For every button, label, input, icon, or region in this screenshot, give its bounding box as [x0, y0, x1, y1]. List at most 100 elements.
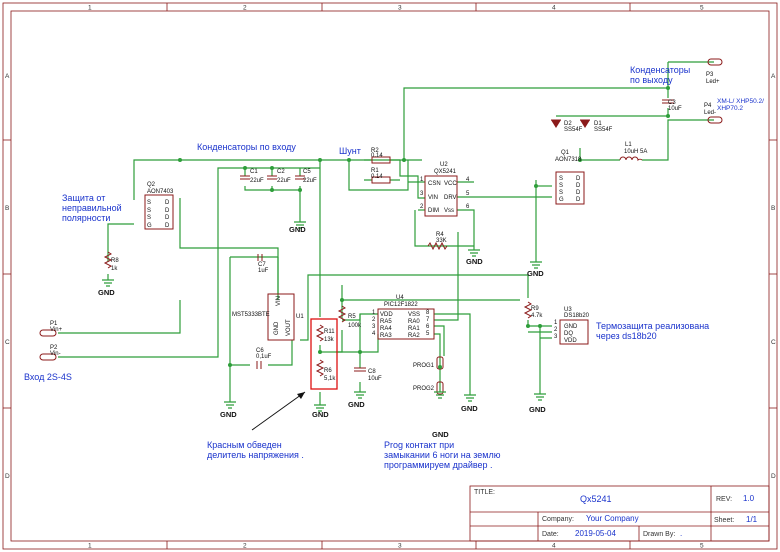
q1-pin-6: D — [576, 183, 581, 189]
u4-pin-num-1: 1 — [372, 310, 376, 316]
u2-pin-num-5: 5 — [466, 191, 470, 197]
q2-value: AON7403 — [147, 189, 174, 195]
p2-ref: P2 — [50, 345, 58, 351]
p3-ref: P3 — [706, 72, 714, 78]
u4-pin-num-6: 6 — [426, 324, 430, 330]
prog2-ref: PROG2 — [413, 386, 435, 392]
u2-pin-num-2: 2 — [420, 204, 424, 210]
p1-value: Vin+ — [50, 327, 63, 333]
title-label: TITLE: — [474, 489, 495, 496]
u2-pin-vss: Vss — [444, 208, 454, 214]
c2-value: 22uF — [277, 178, 291, 184]
p4-value: Led- — [704, 110, 716, 116]
u4-pin-num-5: 5 — [426, 331, 430, 337]
title-value: Qx5241 — [580, 494, 612, 504]
q1-pin-1: S — [559, 176, 563, 182]
r4-value: 33K — [436, 238, 447, 244]
c3-value: 10uF — [668, 106, 682, 112]
u4-pin-ra2: RA2 — [408, 333, 420, 339]
c5-value: 22uF — [303, 178, 317, 184]
r11-ref: R11 — [324, 329, 335, 335]
r11-value: 13k — [324, 337, 335, 343]
frame-col-2: 2 — [243, 5, 247, 12]
c6-value: 0,1uF — [256, 354, 272, 360]
u2-ref: U2 — [440, 162, 448, 168]
u4-pin-ra4: RA4 — [380, 326, 392, 332]
frame-col-5-bottom: 5 — [700, 543, 704, 550]
rev-value: 1.0 — [743, 494, 755, 503]
q1-pin-3: S — [559, 190, 563, 196]
r1-value: 0.14 — [371, 174, 383, 180]
u2-pin-num-1: 1 — [420, 177, 424, 183]
note-caps-input: Конденсаторы по входу — [197, 142, 296, 152]
u2-pin-num-4: 4 — [466, 177, 470, 183]
u4-pin-num-8: 8 — [426, 310, 430, 316]
c5-ref: C5 — [303, 169, 311, 175]
gnd-divider: GND — [312, 410, 329, 419]
divider-arrowhead — [297, 392, 305, 399]
u2-pin-num-6: 6 — [466, 204, 470, 210]
frame-col-1: 1 — [88, 5, 92, 12]
q1-value: AON7318 — [555, 157, 582, 163]
c1-ref: C1 — [250, 169, 258, 175]
u1-ref: U1 — [296, 314, 304, 320]
u1-value: MST5333BTE — [232, 312, 270, 318]
q2-ref: Q2 — [147, 182, 156, 188]
frame-col-4-bottom: 4 — [552, 543, 556, 550]
c7-ref: C7 — [258, 262, 266, 268]
sheet-label: Sheet: — [714, 517, 734, 524]
c8-value: 10uF — [368, 376, 382, 382]
u3-pin-num-3: 3 — [554, 334, 558, 340]
gnd-u3: GND — [529, 405, 546, 414]
frame-col-5: 5 — [700, 5, 704, 12]
r2-value: 0.14 — [371, 153, 383, 159]
u1-pin-gnd: GND — [274, 321, 280, 335]
c7-value: 1uF — [258, 268, 269, 274]
frame-row-a: A — [5, 73, 10, 80]
l1-value: 10uH 5A — [624, 149, 647, 155]
q2-pin-6: D — [165, 208, 170, 214]
r5-ref: R5 — [348, 314, 356, 320]
frame-row-b-right: B — [771, 205, 775, 212]
r6-value: 5,1k — [324, 376, 336, 382]
gnd-symbols: GND GND GND GND GND GND GND GND GND GND — [98, 221, 546, 439]
frame-col-1-bottom: 1 — [88, 543, 92, 550]
title-block: TITLE: Qx5241 REV: 1.0 Company: Your Com… — [469, 485, 770, 542]
p2-value: Vin- — [50, 351, 61, 357]
u2-pin-drv: DRV — [444, 195, 457, 201]
u4-pin-num-3: 3 — [372, 324, 376, 330]
frame-row-a-right: A — [771, 73, 776, 80]
component-labels: Q2 AON7403 S S S G D D D D R8 1k P1 Vin+… — [50, 72, 720, 392]
c6-ref: C6 — [256, 348, 264, 354]
r5-value: 100k — [348, 323, 362, 329]
u2-pin-vcc: VCC — [444, 181, 457, 187]
date-label: Date: — [542, 531, 559, 538]
gnd-u2: GND — [466, 257, 483, 266]
frame-col-4: 4 — [552, 5, 556, 12]
gnd-prog: GND — [432, 430, 449, 439]
frame-row-b: B — [5, 205, 9, 212]
sheet-value: 1/1 — [746, 515, 758, 524]
u3-pin-dq: DQ — [564, 331, 573, 337]
gnd-u4: GND — [461, 404, 478, 413]
u4-pin-num-4: 4 — [372, 331, 376, 337]
p3-value: Led+ — [706, 79, 720, 85]
d2-ref: D2 — [564, 121, 572, 127]
q2-pin-7: D — [165, 215, 170, 221]
u4-pin-ra5: RA5 — [380, 319, 392, 325]
r9-ref: R9 — [531, 306, 539, 312]
r8-ref: R8 — [111, 258, 119, 264]
u4-pin-vss: VSS — [408, 312, 420, 318]
d2-value: SS54F — [564, 127, 583, 133]
r2-ref: R2 — [371, 148, 379, 154]
u2-pin-vin: VIN — [428, 195, 438, 201]
r8-value: 1k — [111, 266, 118, 272]
q2-pin-8: D — [165, 223, 170, 229]
frame-col-3-bottom: 3 — [398, 543, 402, 550]
prog1-ref: PROG1 — [413, 363, 435, 369]
